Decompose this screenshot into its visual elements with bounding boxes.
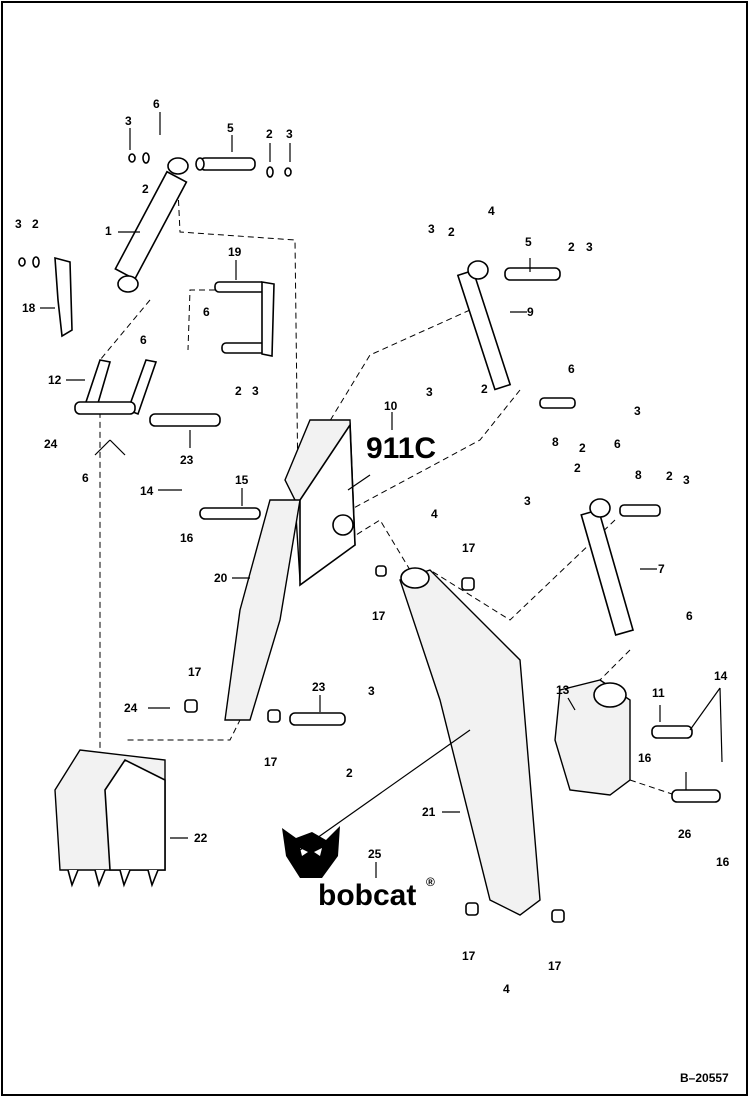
callout-8: 8 — [635, 468, 642, 482]
callout-19: 19 — [228, 245, 242, 259]
callout-3: 3 — [252, 384, 259, 398]
callout-20: 20 — [214, 571, 228, 585]
callout-5: 5 — [525, 235, 532, 249]
callout-18: 18 — [22, 301, 36, 315]
bucket-22 — [54, 749, 166, 888]
callout-21: 21 — [422, 805, 436, 819]
plate-10 — [284, 419, 356, 587]
callout-3: 3 — [125, 114, 132, 128]
leader-lines — [40, 112, 723, 878]
callout-24: 24 — [124, 701, 138, 715]
callout-2: 2 — [568, 240, 575, 254]
callout-17: 17 — [462, 541, 476, 555]
callout-12: 12 — [48, 373, 62, 387]
callout-2: 2 — [142, 182, 149, 196]
callout-6: 6 — [614, 437, 621, 451]
callout-26: 26 — [678, 827, 692, 841]
callout-2: 2 — [574, 461, 581, 475]
callout-2: 2 — [346, 766, 353, 780]
bracket-12 — [74, 359, 221, 427]
pin-26 — [671, 789, 721, 803]
callout-8: 8 — [552, 435, 559, 449]
callout-1: 1 — [105, 224, 112, 238]
boom-cylinder — [114, 157, 189, 293]
callout-3: 3 — [524, 494, 531, 508]
callout-17: 17 — [264, 755, 278, 769]
cylinder-7 — [580, 498, 661, 637]
callout-4: 4 — [431, 507, 438, 521]
callout-23: 23 — [180, 453, 194, 467]
swing-bracket-13 — [554, 679, 631, 796]
registered-mark: ® — [426, 875, 435, 889]
callout-22: 22 — [194, 831, 208, 845]
brand-name: bobcat — [318, 879, 416, 912]
callout-14: 14 — [714, 669, 728, 683]
callout-6: 6 — [203, 305, 210, 319]
callout-14: 14 — [140, 484, 154, 498]
pin-23-lower — [289, 712, 346, 726]
callout-11: 11 — [652, 686, 665, 700]
callout-7: 7 — [658, 562, 665, 576]
callout-17: 17 — [372, 609, 386, 623]
callout-6: 6 — [568, 362, 575, 376]
callout-2: 2 — [666, 469, 673, 483]
pin-8-upper — [539, 397, 576, 409]
callout-3: 3 — [683, 473, 690, 487]
callout-3: 3 — [634, 404, 641, 418]
callout-6: 6 — [686, 609, 693, 623]
callout-6: 6 — [82, 471, 89, 485]
callout-25: 25 — [368, 847, 382, 861]
callout-2: 2 — [579, 441, 586, 455]
callout-3: 3 — [426, 385, 433, 399]
callout-6: 6 — [153, 97, 160, 111]
bucket-cylinder — [456, 260, 561, 391]
callout-13: 13 — [556, 683, 570, 697]
callout-3: 3 — [368, 684, 375, 698]
main-boom-21 — [399, 567, 541, 916]
pin-5-left — [195, 157, 256, 171]
washers-top-left — [18, 152, 292, 268]
callout-2: 2 — [235, 384, 242, 398]
callout-6: 6 — [140, 333, 147, 347]
callout-17: 17 — [188, 665, 202, 679]
callout-3: 3 — [586, 240, 593, 254]
callout-3: 3 — [428, 222, 435, 236]
callout-17: 17 — [462, 949, 476, 963]
callout-4: 4 — [488, 204, 495, 218]
callout-23: 23 — [312, 680, 326, 694]
link-19 — [214, 281, 275, 357]
link-18 — [54, 256, 73, 338]
callout-16: 16 — [638, 751, 652, 765]
callout-2: 2 — [32, 217, 39, 231]
callout-5: 5 — [227, 121, 234, 135]
boom-arm-20 — [224, 499, 301, 721]
callout-15: 15 — [235, 473, 249, 487]
bobcat-head-logo — [282, 826, 340, 878]
reference-code: B–20557 — [680, 1071, 729, 1085]
callout-2: 2 — [448, 225, 455, 239]
callout-4: 4 — [503, 982, 510, 996]
callout-16: 16 — [716, 855, 730, 869]
model-label: 911C — [366, 432, 436, 465]
pin-15 — [199, 507, 261, 520]
callout-3: 3 — [286, 127, 293, 141]
callout-16: 16 — [180, 531, 194, 545]
pin-11 — [651, 725, 693, 739]
callout-17: 17 — [548, 959, 562, 973]
callouts: 1 2 2 2 2 2 2 2 2 2 2 2 3 3 3 3 3 3 3 3 … — [15, 97, 730, 996]
bushings-17 — [184, 565, 565, 923]
callout-3: 3 — [15, 217, 22, 231]
callout-24: 24 — [44, 437, 58, 451]
callout-2: 2 — [266, 127, 273, 141]
callout-10: 10 — [384, 399, 398, 413]
callout-2: 2 — [481, 382, 488, 396]
callout-9: 9 — [527, 305, 534, 319]
